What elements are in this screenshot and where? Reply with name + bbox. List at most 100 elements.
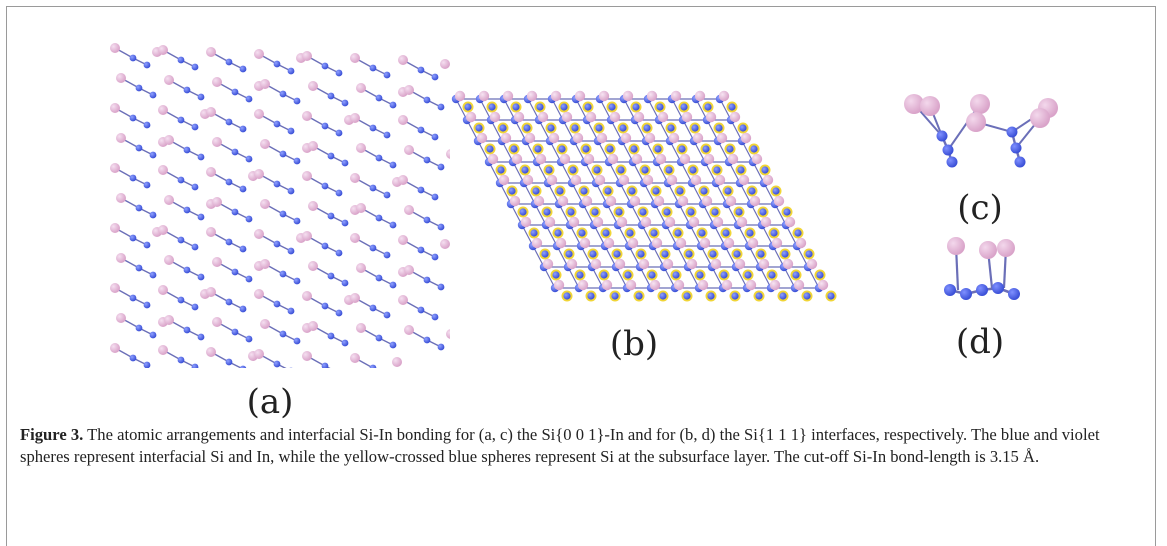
in-atom — [356, 323, 366, 333]
subsurface-si-atom — [702, 145, 709, 152]
in-atom — [543, 259, 553, 269]
in-atom — [728, 154, 738, 164]
in-atom — [206, 287, 216, 297]
si-atom — [184, 327, 191, 334]
si-atom — [280, 91, 287, 98]
si-atom — [226, 359, 233, 366]
in-atom — [761, 217, 771, 227]
caption-label: Figure 3. — [20, 425, 83, 444]
subsurface-si-atom — [567, 208, 574, 215]
in-atom — [164, 135, 174, 145]
in-atom — [110, 223, 120, 233]
in-atom — [116, 313, 126, 323]
subsurface-si-atom — [728, 103, 735, 110]
in-atom — [499, 175, 509, 185]
si-atom — [232, 209, 239, 216]
subsurface-si-atom — [556, 187, 563, 194]
in-atom — [446, 329, 450, 339]
subsurface-si-atom — [628, 187, 635, 194]
subsurface-si-atom — [643, 124, 650, 131]
in-atom — [737, 217, 747, 227]
in-atom — [302, 291, 312, 301]
subsurface-si-atom — [543, 208, 550, 215]
in-atom — [164, 255, 174, 265]
si-atom — [184, 87, 191, 94]
subsurface-si-atom — [683, 292, 690, 299]
panel-d-side-view — [930, 232, 1040, 307]
subsurface-si-atom — [560, 103, 567, 110]
si-atom — [294, 338, 301, 345]
in-atom — [479, 91, 489, 101]
in-atom — [356, 143, 366, 153]
in-atom — [713, 217, 723, 227]
in-atom — [398, 55, 408, 65]
subsurface-si-atom — [678, 145, 685, 152]
in-atom — [164, 195, 174, 205]
subsurface-si-atom — [582, 145, 589, 152]
si-atom — [336, 130, 343, 137]
in-atom — [538, 112, 548, 122]
si-atom — [144, 62, 151, 69]
in-atom — [503, 91, 513, 101]
si-atom — [288, 248, 295, 255]
si-atom — [432, 194, 439, 201]
in-atom — [645, 133, 655, 143]
in-atom — [735, 259, 745, 269]
si-atom — [432, 74, 439, 81]
in-atom — [164, 75, 174, 85]
si-atom — [198, 214, 205, 221]
in-atom — [750, 196, 760, 206]
in-atom — [110, 283, 120, 293]
in-atom — [794, 280, 804, 290]
in-atom — [254, 229, 264, 239]
in-atom — [302, 111, 312, 121]
si-atom — [184, 207, 191, 214]
in-atom — [554, 280, 564, 290]
in-atom — [350, 233, 360, 243]
si-atom — [226, 239, 233, 246]
in-atom — [621, 133, 631, 143]
si-atom — [336, 190, 343, 197]
panel-a-si001-lattice — [100, 28, 450, 368]
si-atom — [246, 96, 253, 103]
si-atom — [322, 363, 329, 368]
subsurface-si-atom — [709, 250, 716, 257]
in-atom — [308, 321, 318, 331]
in-atom — [979, 241, 997, 259]
in-atom — [656, 154, 666, 164]
si-atom — [232, 269, 239, 276]
si-atom — [178, 177, 185, 184]
subsurface-si-atom — [827, 292, 834, 299]
in-atom — [158, 225, 168, 235]
si-atom — [370, 185, 377, 192]
in-atom — [772, 238, 782, 248]
si-atom — [1011, 143, 1022, 154]
si-atom — [178, 57, 185, 64]
si-atom — [418, 307, 425, 314]
in-atom — [571, 175, 581, 185]
in-atom — [536, 154, 546, 164]
subsurface-si-atom — [536, 103, 543, 110]
in-atom — [691, 175, 701, 185]
in-atom — [551, 91, 561, 101]
in-atom — [654, 196, 664, 206]
panel-b-label: (b) — [604, 324, 664, 364]
subsurface-si-atom — [591, 208, 598, 215]
in-atom — [597, 133, 607, 143]
in-atom — [398, 175, 408, 185]
in-atom — [759, 259, 769, 269]
subsurface-si-atom — [532, 187, 539, 194]
in-atom — [706, 112, 716, 122]
subsurface-si-atom — [757, 250, 764, 257]
subsurface-si-atom — [563, 292, 570, 299]
in-atom — [512, 154, 522, 164]
in-atom — [404, 265, 414, 275]
si-atom — [280, 151, 287, 158]
si-atom — [198, 154, 205, 161]
in-atom — [398, 295, 408, 305]
in-atom — [356, 83, 366, 93]
si-atom — [432, 254, 439, 261]
in-atom — [584, 154, 594, 164]
si-atom — [232, 149, 239, 156]
si-atom — [136, 325, 143, 332]
